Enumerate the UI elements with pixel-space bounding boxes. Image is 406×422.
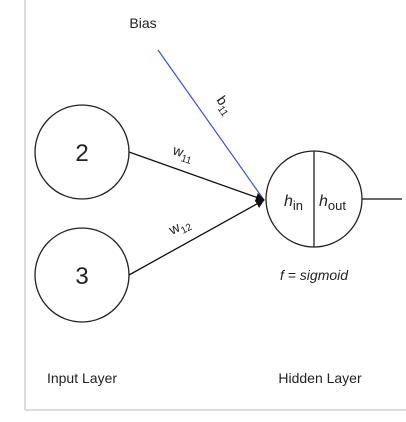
hidden-node-hin-label: hin (284, 193, 303, 213)
input-node-2-value: 3 (75, 263, 88, 290)
hidden-layer-label: Hidden Layer (278, 370, 362, 386)
edge-w11 (128, 151, 265, 202)
bias-label: Bias (129, 15, 156, 31)
edge-label-w11: w11 (169, 141, 196, 167)
edge-w12 (128, 199, 265, 276)
edge-label-b11: b11 (210, 93, 237, 120)
hidden-node-hout-label: hout (319, 193, 346, 213)
input-layer-label: Input Layer (47, 370, 117, 386)
activation-label: f = sigmoid (280, 267, 349, 283)
bias-edge (157, 49, 265, 201)
input-node-1-value: 2 (75, 140, 88, 167)
hidden-node: hin hout (265, 150, 363, 248)
edge-label-w12: w12 (165, 214, 194, 242)
input-node-1: 2 (34, 104, 130, 200)
input-node-2: 3 (34, 227, 130, 323)
